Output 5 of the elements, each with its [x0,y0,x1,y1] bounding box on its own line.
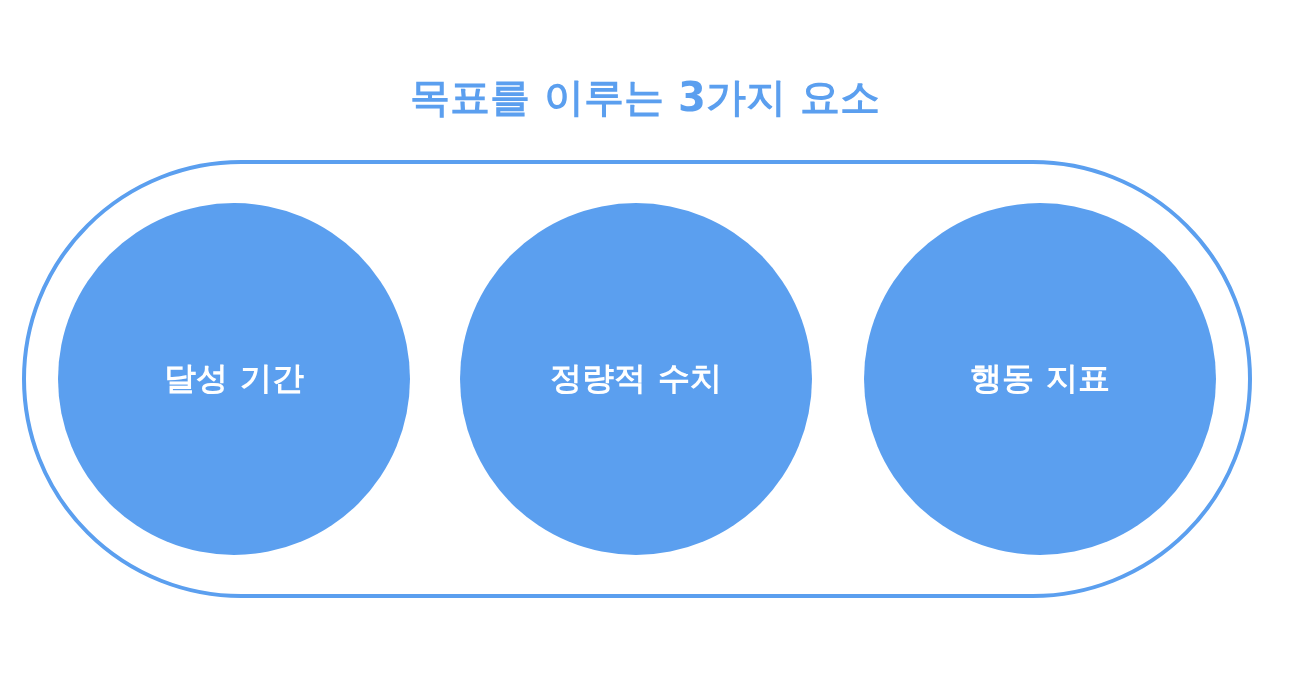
element-label: 행동 지표 [970,358,1110,399]
element-label: 정량적 수치 [550,358,722,399]
rounded-band [22,160,1252,598]
element-label: 달성 기간 [164,358,304,399]
diagram-title: 목표를 이루는 3가지 요소 [410,73,880,122]
